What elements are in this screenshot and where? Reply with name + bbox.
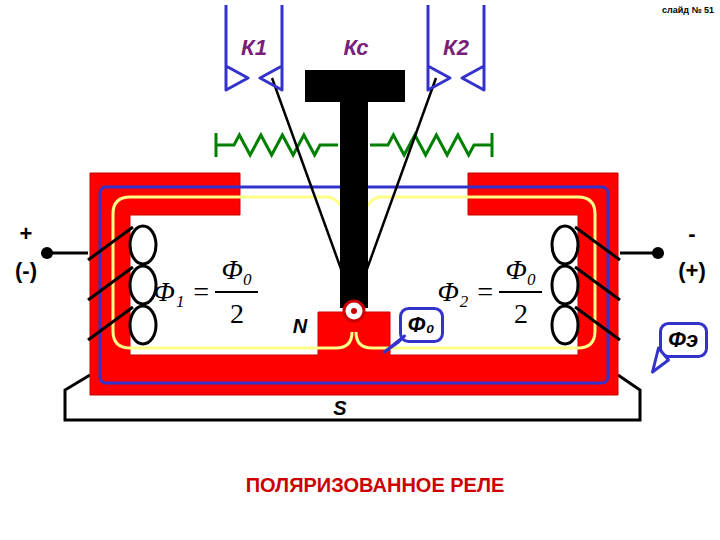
coil-turn bbox=[552, 226, 578, 264]
spring bbox=[216, 135, 338, 155]
spring bbox=[370, 135, 492, 155]
callout-tail bbox=[652, 348, 668, 372]
contact-label: К1 bbox=[241, 37, 267, 59]
flux-formula: Φ₀ bbox=[505, 256, 536, 284]
coil-turn bbox=[552, 266, 578, 304]
polarity-sign: (-) bbox=[15, 260, 37, 282]
callout-text: Φэ bbox=[668, 329, 698, 351]
spring-anchor bbox=[491, 133, 494, 157]
pole-label: S bbox=[333, 398, 346, 418]
coil-lead bbox=[575, 267, 620, 300]
contact-k2 bbox=[428, 5, 484, 90]
terminal-dot bbox=[652, 247, 664, 259]
fraction-bar bbox=[499, 291, 542, 293]
pivot bbox=[344, 301, 364, 321]
flux-loop-left bbox=[113, 197, 352, 348]
flux-formula: Φ₀ bbox=[221, 256, 252, 284]
coil-turn bbox=[130, 266, 156, 304]
callout-text: Φ₀ bbox=[408, 314, 435, 336]
coil-lead bbox=[575, 307, 620, 340]
armature-stem bbox=[340, 100, 368, 308]
caption: ПОЛЯРИЗОВАННОЕ РЕЛЕ bbox=[246, 475, 505, 495]
polarity-sign: + bbox=[20, 223, 33, 245]
coil-turn bbox=[130, 226, 156, 264]
flux-formula: 2 bbox=[230, 300, 244, 328]
flux-formula: 2 bbox=[514, 300, 528, 328]
contact-label: Кс bbox=[344, 37, 369, 59]
callout-box bbox=[660, 324, 706, 357]
slide-number: слайд № 51 bbox=[662, 6, 714, 15]
flux-callout: Φэ bbox=[659, 322, 708, 358]
fraction-bar bbox=[215, 291, 258, 293]
spring-anchor bbox=[215, 133, 218, 157]
coil-lead bbox=[88, 307, 133, 340]
flux-loop-right bbox=[356, 197, 595, 348]
callout-box bbox=[400, 309, 442, 342]
coil-turn bbox=[552, 306, 578, 344]
coil-lead bbox=[88, 267, 133, 300]
flux-formula: Φ₂ = bbox=[438, 278, 495, 306]
terminal-wire bbox=[47, 252, 88, 255]
armature-head bbox=[305, 70, 405, 102]
polarity-sign: (+) bbox=[678, 260, 706, 282]
pivot-center bbox=[351, 308, 357, 314]
coil-lead bbox=[575, 227, 620, 260]
pole-label: N bbox=[293, 316, 307, 336]
flux-formula: Φ₁ = bbox=[154, 278, 211, 306]
contact-label: К2 bbox=[443, 37, 469, 59]
polarity-sign: - bbox=[688, 223, 695, 245]
coil-turn bbox=[130, 306, 156, 344]
callout-tail bbox=[384, 336, 404, 352]
contact-k1 bbox=[226, 5, 282, 90]
coil-lead bbox=[88, 227, 133, 260]
flux-callout: Φ₀ bbox=[399, 307, 444, 343]
terminal-dot bbox=[41, 247, 53, 259]
